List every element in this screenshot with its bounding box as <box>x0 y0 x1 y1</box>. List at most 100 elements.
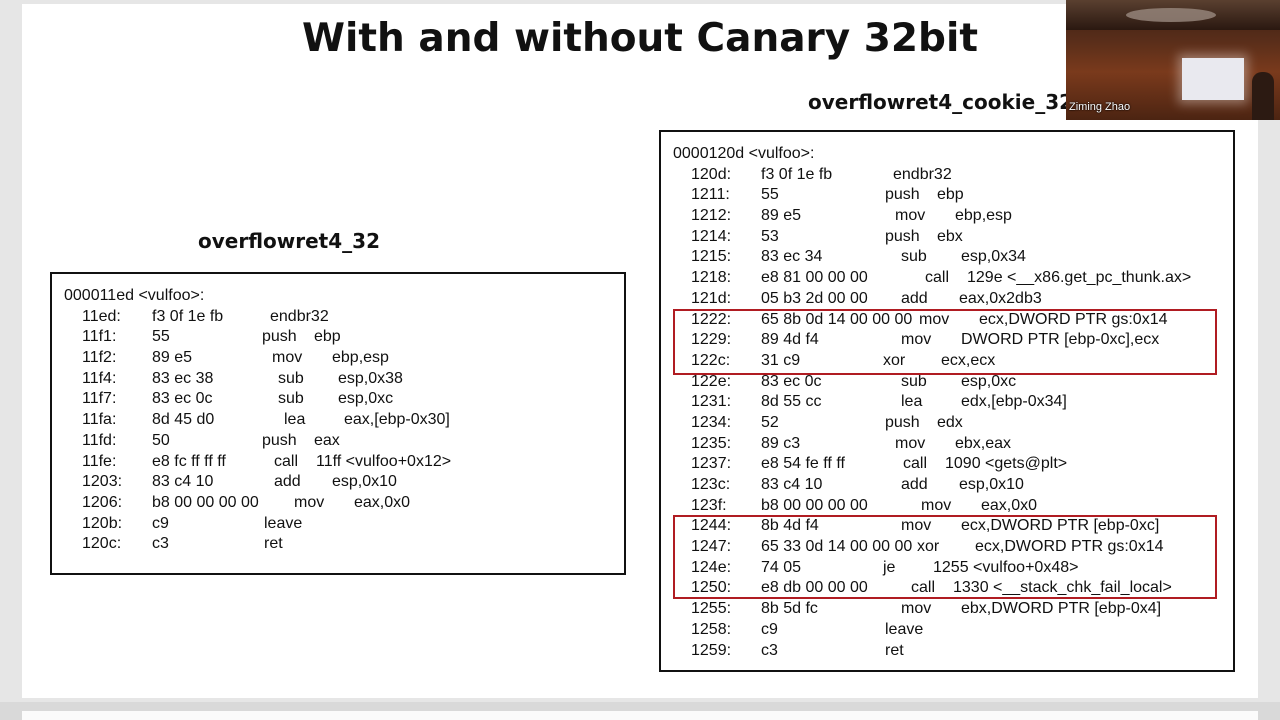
instruction-mnem: leave <box>885 620 924 638</box>
instruction-addr: 1211: <box>691 186 730 204</box>
instruction-bytes: 83 ec 0c <box>152 390 213 408</box>
instruction-addr: 1203: <box>82 473 123 491</box>
webcam-video-tile[interactable]: Ziming Zhao <box>1066 0 1280 120</box>
instruction-ops: eax,0x2db3 <box>959 289 1042 307</box>
instruction-addr: 11f4: <box>82 369 117 387</box>
slide-bottom-strip <box>0 702 1280 720</box>
instruction-addr: 124e: <box>691 558 732 576</box>
instruction-mnem: ret <box>885 641 904 659</box>
instruction-mnem: xor <box>917 538 940 556</box>
left-listing-label: overflowret4_32 <box>198 229 380 253</box>
instruction-mnem: mov <box>294 493 325 511</box>
instruction-ops: ecx,DWORD PTR [ebp-0xc] <box>961 517 1160 535</box>
instruction-addr: 11f1: <box>82 328 117 346</box>
instruction-bytes: c3 <box>152 535 169 553</box>
participant-name: Ziming Zhao <box>1069 101 1131 113</box>
instruction-addr: 123c: <box>691 476 731 493</box>
instruction-mnem: xor <box>883 351 906 369</box>
instruction-bytes: 55 <box>761 186 779 204</box>
instruction-bytes: e8 db 00 00 00 <box>761 579 868 597</box>
instruction-ops: eax,0x0 <box>981 496 1038 514</box>
instruction-mnem: push <box>262 328 297 346</box>
instruction-bytes: f3 0f 1e fb <box>761 165 833 183</box>
instruction-mnem: add <box>901 476 928 493</box>
instruction-ops: eax,0x0 <box>354 493 411 511</box>
instruction-addr: 1244: <box>691 517 732 535</box>
instruction-mnem: mov <box>901 331 932 349</box>
instruction-addr: 11f7: <box>82 390 117 408</box>
instruction-ops: ecx,DWORD PTR gs:0x14 <box>975 538 1164 556</box>
instruction-bytes: 89 4d f4 <box>761 331 819 349</box>
instruction-mnem: push <box>885 227 920 245</box>
instruction-bytes: 83 c4 10 <box>761 476 823 493</box>
instruction-ops: esp,0x10 <box>332 473 397 491</box>
instruction-addr: 11f2: <box>82 349 117 367</box>
instruction-mnem: push <box>262 431 297 449</box>
instruction-ops: ebx,eax <box>955 434 1012 452</box>
instruction-bytes: 83 ec 38 <box>152 369 214 387</box>
instruction-bytes: e8 fc ff ff ff <box>152 452 226 470</box>
instruction-ops: 1255 <vulfoo+0x48> <box>933 558 1079 576</box>
instruction-bytes: c3 <box>761 641 778 659</box>
instruction-bytes: 83 ec 0c <box>761 372 822 390</box>
instruction-bytes: 83 ec 34 <box>761 248 823 266</box>
instruction-bytes: e8 81 00 00 00 <box>761 269 868 287</box>
canary-setup-highlight <box>673 309 1217 375</box>
webcam-presenter <box>1252 72 1274 120</box>
instruction-mnem: lea <box>901 393 923 411</box>
instruction-ops: ecx,DWORD PTR gs:0x14 <box>979 310 1168 328</box>
instruction-addr: 1222: <box>691 310 732 328</box>
instruction-bytes: 89 e5 <box>152 349 193 367</box>
right-listing-label: overflowret4_cookie_32 <box>808 90 1074 114</box>
instruction-bytes: 65 33 0d 14 00 00 00 <box>761 538 913 556</box>
instruction-bytes: 53 <box>761 227 779 245</box>
instruction-bytes: f3 0f 1e fb <box>152 307 224 325</box>
instruction-ops: ebx <box>937 227 963 245</box>
instruction-mnem: mov <box>901 600 932 618</box>
instruction-ops: 129e <__x86.get_pc_thunk.ax> <box>967 269 1192 287</box>
instruction-mnem: lea <box>284 411 306 429</box>
instruction-ops: esp,0x38 <box>338 369 403 387</box>
instruction-addr: 121d: <box>691 289 732 307</box>
instruction-mnem: call <box>903 455 928 473</box>
instruction-ops: edx,[ebp-0x34] <box>961 393 1067 411</box>
instruction-mnem: push <box>885 186 920 204</box>
instruction-ops: edx <box>937 413 963 431</box>
instruction-mnem: sub <box>278 390 304 408</box>
webcam-projector-screen <box>1182 58 1244 100</box>
instruction-addr: 11ed: <box>82 307 121 325</box>
instruction-addr: 1231: <box>691 393 732 411</box>
instruction-bytes: 05 b3 2d 00 00 <box>761 289 868 307</box>
instruction-addr: 120d: <box>691 165 732 183</box>
instruction-bytes: 65 8b 0d 14 00 00 00 <box>761 310 913 328</box>
instruction-mnem: push <box>885 413 920 431</box>
instruction-bytes: 74 05 <box>761 558 802 576</box>
instruction-ops: eax <box>314 431 340 449</box>
instruction-mnem: sub <box>901 248 927 266</box>
instruction-mnem: sub <box>901 372 927 390</box>
function-header: 0000120d <vulfoo>: <box>673 145 815 162</box>
instruction-addr: 11fd: <box>82 431 117 449</box>
instruction-addr: 1237: <box>691 455 732 473</box>
instruction-bytes: b8 00 00 00 00 <box>152 493 259 511</box>
instruction-addr: 1234: <box>691 413 732 431</box>
next-slide-edge <box>22 711 1258 720</box>
instruction-mnem: mov <box>272 349 303 367</box>
instruction-addr: 1215: <box>691 248 732 266</box>
instruction-bytes: 31 c9 <box>761 351 801 369</box>
instruction-bytes: 83 c4 10 <box>152 473 214 491</box>
instruction-mnem: call <box>925 269 950 287</box>
instruction-addr: 1250: <box>691 579 732 597</box>
instruction-addr: 1259: <box>691 641 732 659</box>
instruction-addr: 1214: <box>691 227 732 245</box>
instruction-mnem: call <box>274 452 299 470</box>
instruction-mnem: add <box>901 289 928 307</box>
instruction-ops: ebp <box>314 328 341 346</box>
instruction-ops: 1090 <gets@plt> <box>945 455 1068 473</box>
instruction-mnem: mov <box>901 517 932 535</box>
instruction-addr: 11fe: <box>82 452 117 470</box>
instruction-mnem: mov <box>921 496 952 514</box>
instruction-ops: ebp <box>937 186 964 204</box>
instruction-ops: ebp,esp <box>332 349 389 367</box>
